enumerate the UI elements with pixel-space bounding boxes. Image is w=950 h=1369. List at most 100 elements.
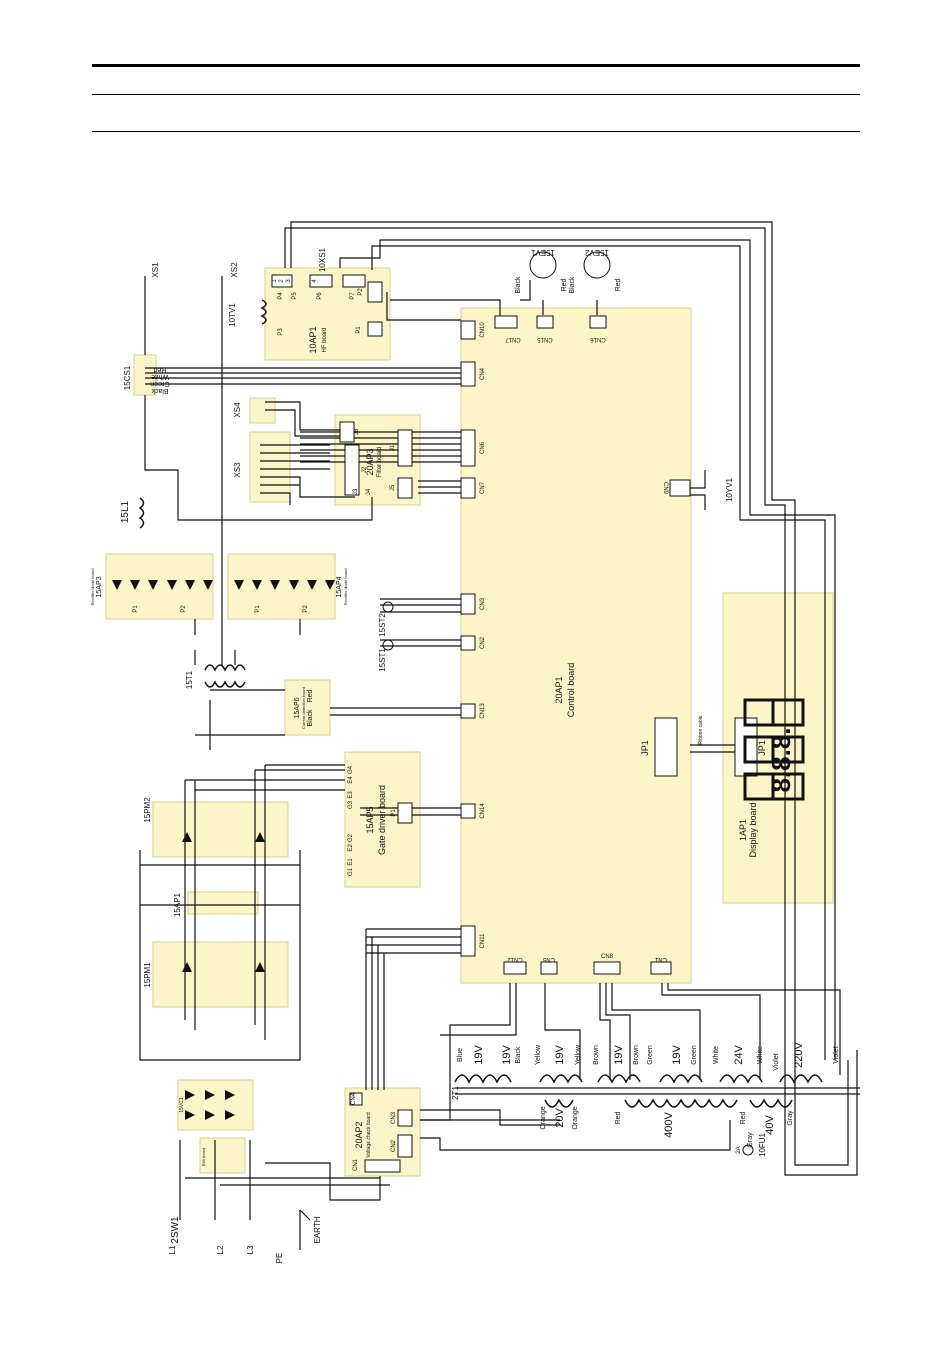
phase-l3-label: L3 <box>246 1245 255 1254</box>
fan-motor-icon <box>529 251 557 279</box>
hf-board-title: HF board <box>322 327 328 352</box>
fuse-rating-label: 2A <box>736 1146 742 1153</box>
filter-board-name: 20AP3 <box>365 448 375 475</box>
winding-40v: 40V <box>764 1115 776 1135</box>
filter-j5-label: J5 <box>390 484 396 491</box>
wire-color-red: Red <box>153 366 166 373</box>
filter-j8-label: J8 <box>354 428 360 435</box>
rectifier-15ap3-name: 15AP3 <box>96 576 103 597</box>
fan-motor-icon <box>583 251 611 279</box>
display-jp1-label: JP1 <box>757 740 767 756</box>
xs4-label: XS4 <box>233 402 242 418</box>
snubber-board-15ap1 <box>187 891 259 915</box>
fan-2-wire-red: Red <box>615 278 622 291</box>
hf-terminal-3: 3 <box>286 279 292 283</box>
display-board-title: Display board <box>748 802 758 857</box>
secondary-wire-brown-a: Brown <box>593 1045 600 1065</box>
cn11-label: CN11 <box>480 933 486 949</box>
winding-19v-2: 19V <box>501 1045 513 1065</box>
winding-24v: 24V <box>733 1045 745 1065</box>
winding-19v-5: 19V <box>671 1045 683 1065</box>
cn8-label: CN8 <box>601 954 614 960</box>
igbt-module-15pm2 <box>152 801 289 858</box>
rectifier-p2-label-b: P2 <box>303 605 309 613</box>
gate-e4-label: E4 <box>348 776 354 784</box>
current-board-name: 15AP6 <box>294 697 301 718</box>
reactor-label: 15L1 <box>120 500 131 523</box>
fan-2-label: 15EV2 <box>584 248 609 257</box>
secondary-wire-green-a: Green <box>647 1045 654 1065</box>
header-rule-middle <box>92 94 860 95</box>
secondary-wire-white-b: White <box>757 1046 764 1064</box>
rectifier-board-15ap3 <box>105 553 214 620</box>
winding-220v: 220V <box>793 1041 805 1067</box>
display-digit-text: 8.8.8. <box>766 727 796 792</box>
header-rule-top <box>92 64 860 67</box>
hf-p7-label: P7 <box>350 292 356 300</box>
cn12-label: CN12 <box>507 956 523 962</box>
control-board-name: 20AP1 <box>554 676 564 703</box>
cn3-label: CN3 <box>480 597 486 610</box>
xs3-socket <box>249 431 291 503</box>
igbt-module-15pm1 <box>152 941 289 1008</box>
temperature-sensor-icon <box>382 639 394 651</box>
thermal-switch-1-label: 15ST1 <box>378 648 387 672</box>
temperature-sensor-icon <box>382 601 394 613</box>
secondary-wire-violet-b: Violet <box>833 1046 840 1063</box>
gate-e3-label: E3 <box>348 791 354 799</box>
xs2-label: XS2 <box>230 262 239 278</box>
voltage-cn2-label: CN2 <box>391 1139 397 1152</box>
ribbon-cable-label: Ribbon cable <box>698 715 704 744</box>
main-transformer-label: 15T1 <box>185 670 194 689</box>
gate-g1-label: G1 <box>348 867 354 876</box>
current-sensor-label: 15CS1 <box>123 365 132 390</box>
voltage-cn4-label: CN4 <box>351 1092 357 1105</box>
fan-2-wire-black: Black <box>569 276 576 294</box>
winding-19v-4: 19V <box>613 1045 625 1065</box>
cn1-label: CN1 <box>654 956 667 962</box>
winding-400v: 400V <box>663 1111 675 1137</box>
aux-transformer-label: 2T1 <box>451 1086 460 1100</box>
control-board <box>460 307 692 984</box>
secondary-wire-yellow-b: Yellow <box>575 1044 582 1065</box>
primary-wire-gray-b: Gray <box>787 1110 794 1126</box>
bridge-label: 15VC1 <box>179 1097 185 1113</box>
filter-j3-label: J3 <box>353 488 359 495</box>
secondary-wire-black: Black <box>515 1046 522 1064</box>
earth-label: EARTH <box>313 1216 322 1243</box>
voltage-board-name: 20AP2 <box>354 1121 364 1148</box>
winding-19v-3: 19V <box>554 1045 566 1065</box>
gate-p1-label: P1 <box>391 809 397 817</box>
emi-board-label: EMI board <box>201 1148 206 1166</box>
cn5-label: CN5 <box>542 956 555 962</box>
igbt-15pm1-label: 15PM1 <box>143 962 152 988</box>
header-rule-bottom <box>92 131 860 132</box>
cn16-label: CN16 <box>590 336 606 342</box>
current-board-title: Current detection board <box>301 687 306 729</box>
gate-g2-label: G2 <box>348 833 354 842</box>
gate-driver-name: 15AP5 <box>365 806 375 833</box>
gate-e1-label: E1 <box>348 858 354 866</box>
gate-g4-label: G4 <box>348 765 354 774</box>
cn4-label: CN4 <box>480 367 486 380</box>
secondary-wire-blue: Blue <box>457 1048 464 1062</box>
hf-board-name: 10AP1 <box>308 326 318 353</box>
pe-label: PE <box>275 1253 284 1264</box>
cn10-label: CN10 <box>480 322 486 338</box>
current-wire-red: Red <box>307 689 314 702</box>
fan-1-wire-black: Black <box>515 276 522 294</box>
control-board-title: Control board <box>566 663 576 718</box>
rectifier-15ap3-title: Rectifier diode board <box>90 569 95 606</box>
hf-p3-label: P3 <box>278 328 284 336</box>
voltage-board-title: Voltage check board <box>366 1112 372 1158</box>
hf-p2-label: P2 <box>358 288 364 296</box>
rectifier-15ap4-title: Rectifier diode board <box>343 569 348 606</box>
wire-color-black: Black <box>151 387 169 394</box>
filter-board-title: Filter board <box>377 447 383 477</box>
hf-terminal-1: 1 <box>272 279 278 283</box>
primary-wire-gray-a: Gray <box>747 1132 754 1148</box>
wire-color-white: White <box>151 373 169 380</box>
rectifier-p1-label-a: P1 <box>133 605 139 613</box>
cn14-label: CN14 <box>480 803 486 819</box>
